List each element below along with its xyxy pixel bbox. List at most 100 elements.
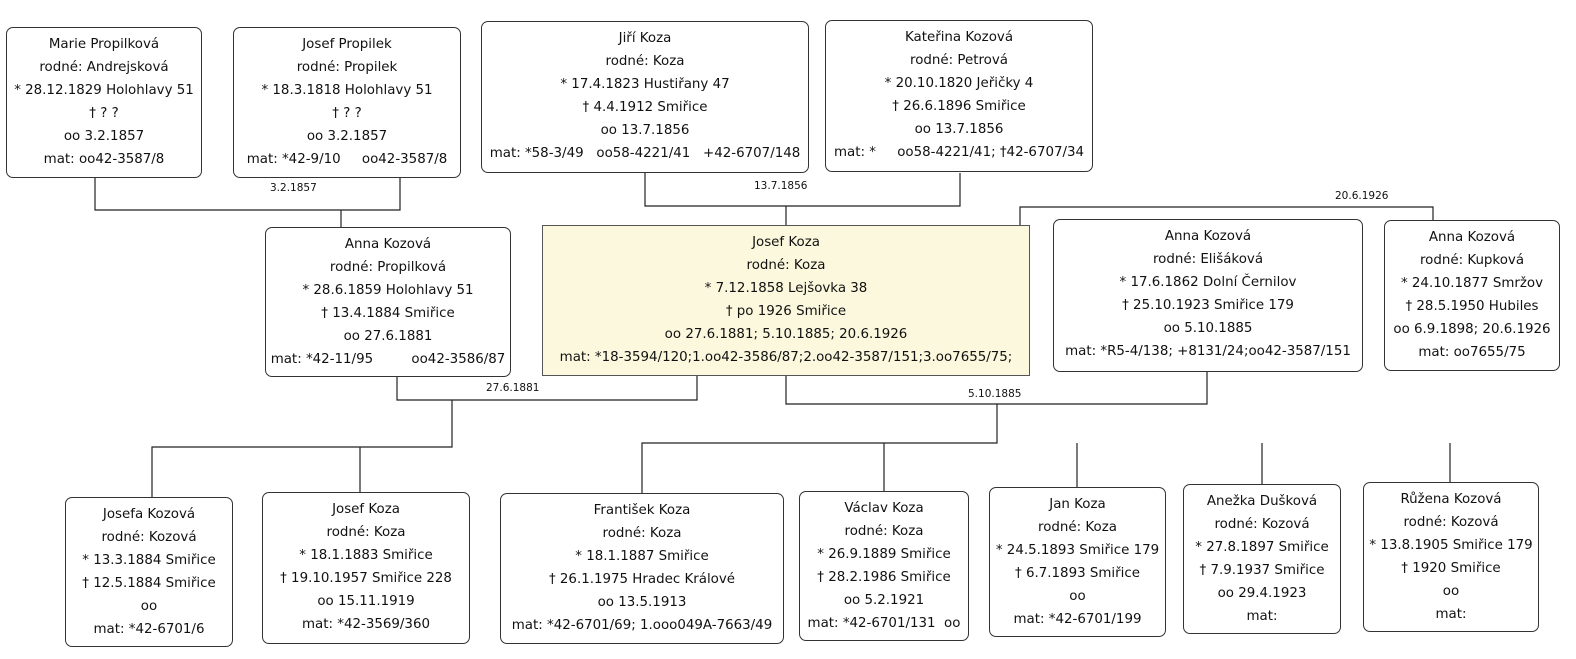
person-birth: * 7.12.1858 Lejšovka 38: [704, 281, 868, 296]
person-birth-name: rodné: Koza: [326, 525, 406, 540]
person-death: † 7.9.1937 Smiřice: [1199, 563, 1325, 578]
person-card-anezka-duskova[interactable]: Anežka Dušková rodné: Kozová * 27.8.1897…: [1183, 484, 1341, 634]
person-death: † 4.4.1912 Smiřice: [582, 100, 708, 115]
person-marriage: oo 27.6.1881: [343, 329, 433, 344]
person-card-marie-propilkova[interactable]: Marie Propilková rodné: Andrejsková * 28…: [6, 27, 202, 178]
person-records: mat: * oo58-4221/41; †42-6707/34: [833, 145, 1085, 160]
person-marriage: oo 5.2.1921: [843, 593, 925, 608]
person-birth: * 17.4.1823 Hustiřany 47: [560, 77, 730, 92]
person-marriage: oo 13.5.1913: [597, 595, 687, 610]
person-card-jiri-koza[interactable]: Jiří Koza rodné: Koza * 17.4.1823 Hustiř…: [481, 21, 809, 173]
person-birth-name: rodné: Elišáková: [1152, 252, 1264, 267]
person-death: † 19.10.1957 Smiřice 228: [280, 571, 452, 586]
person-marriage: oo 13.7.1856: [914, 122, 1004, 137]
person-marriage: oo 6.9.1898; 20.6.1926: [1393, 322, 1551, 337]
person-birth-name: rodné: Koza: [844, 524, 924, 539]
person-birth: * 13.3.1884 Smiřice: [82, 553, 216, 568]
person-birth: * 28.12.1829 Holohlavy 51: [14, 83, 194, 98]
person-birth-name: rodné: Kozová: [1214, 517, 1310, 532]
person-card-josefa-kozova[interactable]: Josefa Kozová rodné: Kozová * 13.3.1884 …: [65, 497, 233, 647]
person-birth: * 13.8.1905 Smiřice 179: [1369, 538, 1533, 553]
person-birth: * 18.1.1883 Smiřice: [299, 548, 433, 563]
person-card-ruzena-kozova[interactable]: Růžena Kozová rodné: Kozová * 13.8.1905 …: [1363, 482, 1539, 632]
person-death: † 12.5.1884 Smiřice: [82, 576, 216, 591]
person-birth: * 18.1.1887 Smiřice: [575, 549, 709, 564]
person-marriage: oo 15.11.1919: [317, 594, 415, 609]
person-marriage: oo 13.7.1856: [600, 123, 690, 138]
person-death: † ? ?: [332, 106, 362, 121]
person-birth-name: rodné: Koza: [602, 526, 682, 541]
person-card-katerina-kozova[interactable]: Kateřina Kozová rodné: Petrová * 20.10.1…: [825, 20, 1093, 172]
person-name: Marie Propilková: [48, 37, 160, 52]
person-birth: * 20.10.1820 Jeřičky 4: [884, 76, 1034, 91]
person-name: Anna Kozová: [1428, 230, 1516, 245]
person-death: † 26.6.1896 Smiřice: [892, 99, 1026, 114]
person-birth: * 18.3.1818 Holohlavy 51: [261, 83, 433, 98]
person-marriage: oo: [1069, 589, 1086, 604]
marriage-date-propilek: 3.2.1857: [270, 182, 317, 194]
person-name: Václav Koza: [844, 501, 924, 516]
person-card-frantisek-koza[interactable]: František Koza rodné: Koza * 18.1.1887 S…: [500, 493, 784, 644]
person-records: mat: *42-3569/360: [302, 617, 430, 632]
person-birth-name: rodné: Propilková: [329, 260, 447, 275]
person-marriage: oo 27.6.1881; 5.10.1885; 20.6.1926: [664, 327, 908, 342]
person-records: mat:: [1435, 607, 1467, 622]
person-card-josef-koza-focus[interactable]: Josef Koza rodné: Koza * 7.12.1858 Lejšo…: [542, 225, 1030, 376]
person-death: † 6.7.1893 Smiřice: [1015, 566, 1140, 581]
person-records: mat: *42-6701/6: [93, 622, 205, 637]
person-records: mat: *42-11/95 oo42-3586/87: [270, 352, 506, 367]
person-records: mat: oo7655/75: [1418, 345, 1526, 360]
person-death: † 13.4.1884 Smiřice: [321, 306, 455, 321]
person-birth: * 26.9.1889 Smiřice: [817, 547, 951, 562]
person-card-josef-propilek[interactable]: Josef Propilek rodné: Propilek * 18.3.18…: [233, 27, 461, 178]
person-birth-name: rodné: Petrová: [909, 53, 1009, 68]
person-marriage: oo 3.2.1857: [306, 129, 388, 144]
person-records: mat: *42-6701/131 oo: [807, 616, 961, 631]
person-card-josef-koza-child[interactable]: Josef Koza rodné: Koza * 18.1.1883 Smiři…: [262, 492, 470, 644]
person-records: mat: *58-3/49 oo58-4221/41 +42-6707/148: [489, 146, 801, 161]
person-records: mat: *42-6701/199: [1013, 612, 1142, 627]
person-card-anna-kozova-kupkova[interactable]: Anna Kozová rodné: Kupková * 24.10.1877 …: [1384, 220, 1560, 371]
person-card-anna-kozova-elisakova[interactable]: Anna Kozová rodné: Elišáková * 17.6.1862…: [1053, 219, 1363, 372]
person-marriage: oo: [1442, 584, 1460, 599]
person-birth-name: rodné: Koza: [1038, 520, 1117, 535]
person-name: Jan Koza: [1049, 497, 1106, 512]
person-name: Růžena Kozová: [1400, 492, 1502, 507]
person-death: † 1920 Smiřice: [1401, 561, 1501, 576]
person-records: mat:: [1246, 609, 1278, 624]
person-marriage: oo: [140, 599, 158, 614]
person-birth-name: rodné: Koza: [746, 258, 826, 273]
person-marriage: oo 29.4.1923: [1217, 586, 1307, 601]
person-marriage: oo 3.2.1857: [63, 129, 145, 144]
person-birth-name: rodné: Andrejsková: [39, 60, 169, 75]
person-name: Anežka Dušková: [1206, 494, 1318, 509]
person-birth: * 28.6.1859 Holohlavy 51: [302, 283, 474, 298]
person-birth-name: rodné: Kozová: [1403, 515, 1499, 530]
person-name: Josef Propilek: [302, 37, 392, 52]
marriage-date-second: 5.10.1885: [968, 388, 1022, 400]
person-card-jan-koza[interactable]: Jan Koza rodné: Koza * 24.5.1893 Smiřice…: [989, 487, 1166, 637]
person-marriage: oo 5.10.1885: [1163, 321, 1253, 336]
marriage-date-koza-parents: 13.7.1856: [754, 180, 808, 192]
person-card-anna-kozova-propilkova[interactable]: Anna Kozová rodné: Propilková * 28.6.185…: [265, 227, 511, 377]
person-death: † 26.1.1975 Hradec Králové: [548, 572, 736, 587]
person-birth-name: rodné: Kozová: [101, 530, 197, 545]
person-name: Jiří Koza: [618, 31, 672, 46]
person-death: † 28.2.1986 Smiřice: [817, 570, 951, 585]
person-birth-name: rodné: Propilek: [296, 60, 398, 75]
person-birth: * 17.6.1862 Dolní Černilov: [1119, 275, 1297, 290]
person-death: † 25.10.1923 Smiřice 179: [1122, 298, 1294, 313]
person-name: Anna Kozová: [344, 237, 432, 252]
marriage-date-first: 27.6.1881: [486, 382, 540, 394]
person-card-vaclav-koza[interactable]: Václav Koza rodné: Koza * 26.9.1889 Smiř…: [799, 491, 969, 641]
person-birth: * 24.10.1877 Smržov: [1400, 276, 1544, 291]
person-birth: * 24.5.1893 Smiřice 179: [995, 543, 1160, 558]
person-death: † po 1926 Smiřice: [725, 304, 847, 319]
person-name: Anna Kozová: [1164, 229, 1252, 244]
person-name: Josef Koza: [332, 502, 400, 517]
person-records: mat: oo42-3587/8: [43, 152, 165, 167]
person-birth-name: rodné: Kupková: [1419, 253, 1525, 268]
person-name: Josef Koza: [752, 235, 820, 250]
person-name: Kateřina Kozová: [904, 30, 1014, 45]
